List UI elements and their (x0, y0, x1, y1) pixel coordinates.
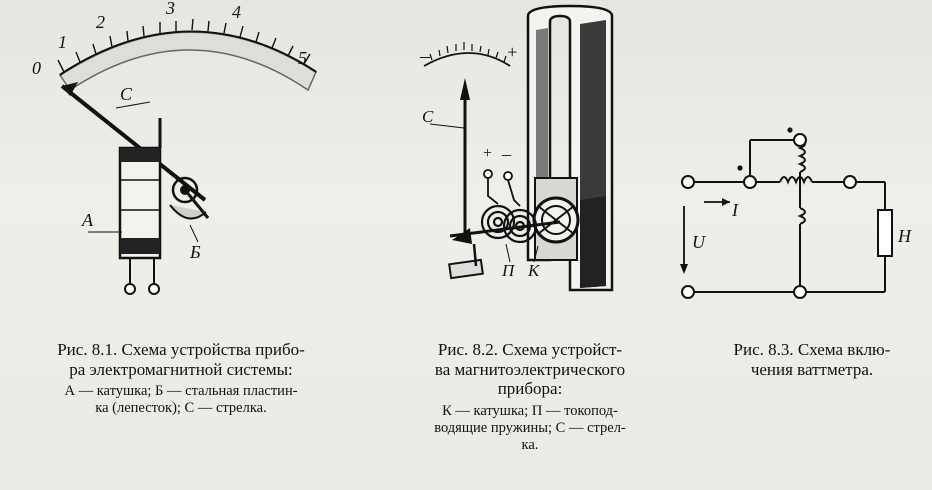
figure-8-1: 0 1 2 3 4 5 C A Б (20, 0, 340, 330)
caption-8-2-title-line-1: Рис. 8.2. Схема устройст- (437, 340, 623, 359)
label-k: К (527, 261, 541, 280)
caption-8-2-legend-line-3: ка. (521, 436, 539, 453)
label-p: П (501, 261, 516, 280)
caption-8-3: Рис. 8.3. Схема вклю- чения ваттметра. (702, 340, 922, 379)
current-label: I (731, 200, 739, 220)
caption-8-3-title-line-2: чения ваттметра. (750, 359, 874, 379)
figure-8-3: I U Н (670, 110, 920, 310)
scale-label-2: 2 (96, 12, 105, 32)
terminal-minus: – (501, 144, 512, 164)
caption-8-1-title-line-2: ра электромагнитной системы: (69, 359, 293, 379)
caption-8-1-legend-line-1: А — катушка; Б — стальная пластин- (64, 383, 298, 400)
scale-plus: + (506, 42, 518, 62)
caption-8-2-legend-line-1: К — катушка; П — токопод- (442, 403, 618, 420)
label-c: С (422, 107, 434, 126)
terminal-input-bottom (681, 285, 695, 299)
caption-8-2-legend-line-2: водящие пружины; С — стрел- (434, 419, 626, 436)
wattmeter-circuit: I U Н (680, 127, 912, 299)
electromagnetic-instrument-drawing: 0 1 2 3 4 5 C A Б (32, 0, 317, 295)
load-resistor (877, 209, 893, 257)
needle (60, 84, 207, 202)
scale-minus: – (419, 45, 431, 67)
caption-8-1-title-line-1: Рис. 8.1. Схема устройства прибо- (57, 340, 305, 359)
caption-8-3-title-line-1: Рис. 8.3. Схема вклю- (733, 340, 891, 359)
scale-label-5: 5 (298, 48, 307, 68)
caption-8-2-title-line-3: прибора: (497, 379, 563, 399)
caption-8-2-title-line-2: ва магнитоэлектрического (434, 359, 626, 379)
magnetoelectric-instrument-drawing: – + С + – П К (419, 4, 614, 292)
load-label: Н (897, 226, 912, 246)
figure-8-2: – + С + – П К (410, 0, 650, 300)
springs (480, 204, 538, 244)
steel-plate (169, 204, 207, 220)
terminal-right (148, 283, 160, 295)
terminal-left (124, 283, 136, 295)
voltage-label: U (692, 232, 706, 252)
scale-label-3: 3 (165, 0, 175, 18)
scale-label-0: 0 (32, 58, 41, 78)
scale-label-4: 4 (232, 2, 241, 22)
scale-label-1: 1 (58, 32, 67, 52)
terminal-plus: + (482, 145, 493, 162)
caption-8-1-legend-line-2: ка (лепесток); С — стрелка. (95, 400, 267, 417)
caption-8-2: Рис. 8.2. Схема устройст- ва магнитоэлек… (380, 340, 680, 454)
label-a: A (81, 210, 94, 230)
label-c: C (120, 84, 133, 104)
label-b: Б (189, 242, 201, 262)
terminal-input-top (681, 175, 695, 189)
caption-8-1: Рис. 8.1. Схема устройства прибо- ра эле… (6, 340, 356, 417)
